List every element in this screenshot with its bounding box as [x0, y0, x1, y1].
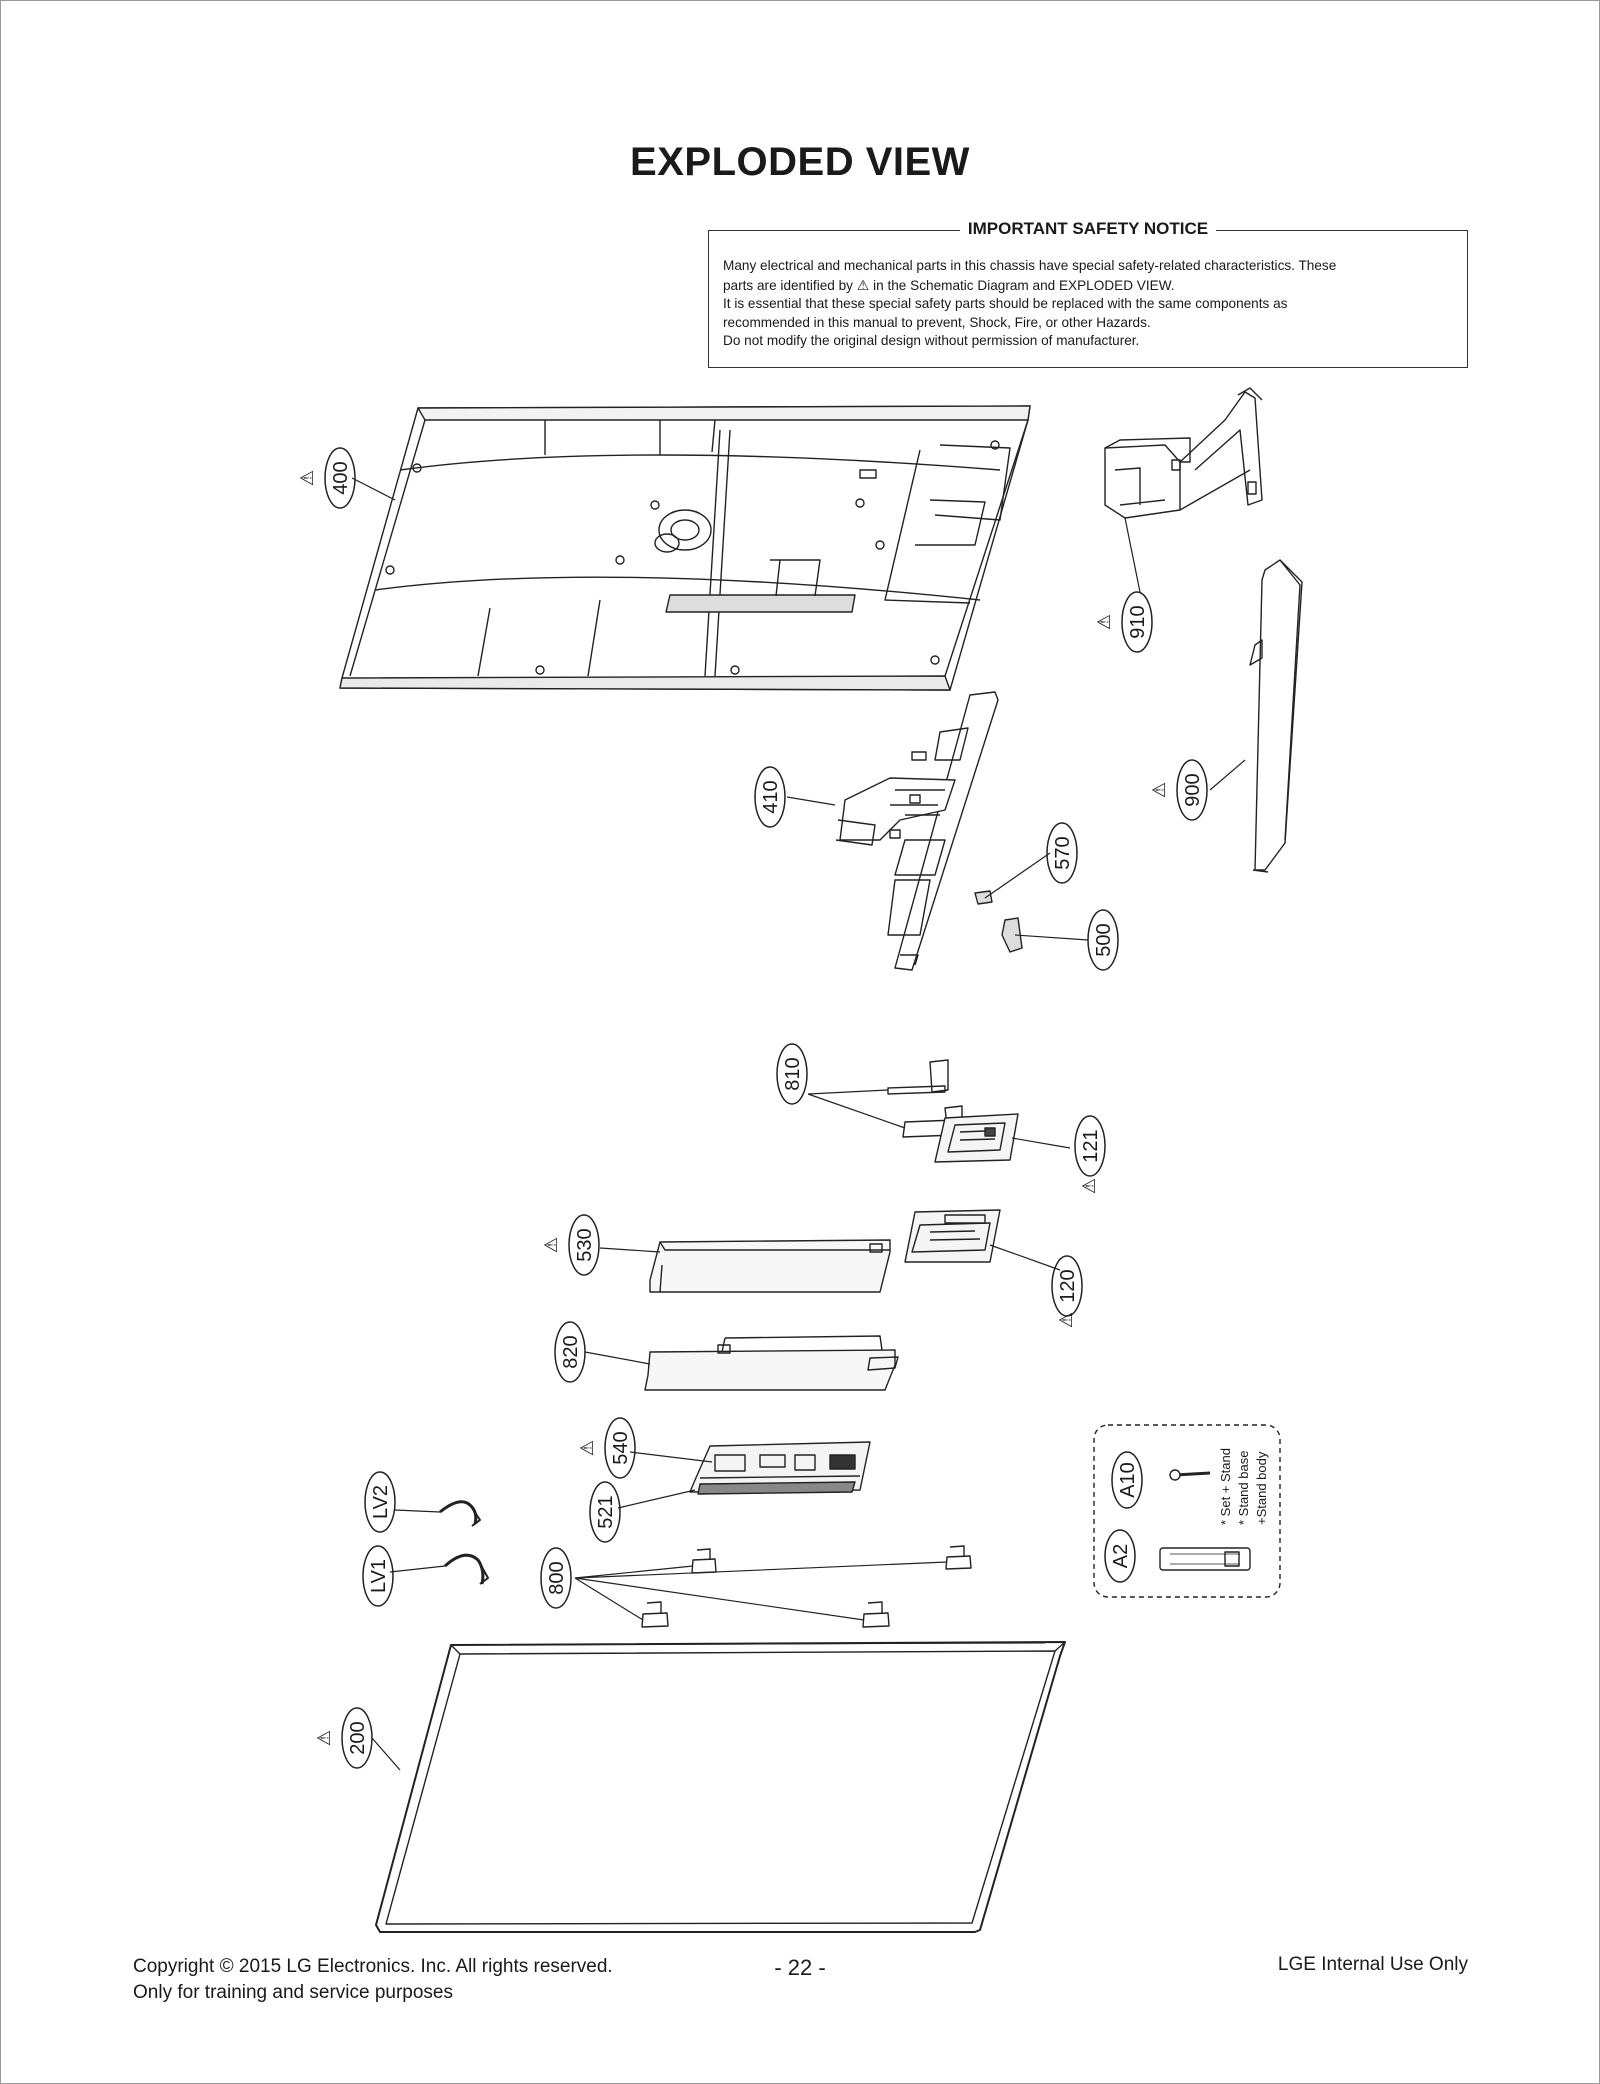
callout-410: 410 — [760, 780, 782, 813]
notice-line-2: parts are identified by ⚠ in the Schemat… — [723, 276, 1175, 293]
callout-120: 120 — [1057, 1269, 1079, 1302]
notice-line-4: recommended in this manual to prevent, S… — [723, 314, 1151, 330]
callout-ellipses — [324, 447, 1208, 1769]
callout-lv2: LV2 — [370, 1485, 392, 1519]
callout-820: 820 — [560, 1335, 582, 1368]
main-board-540 — [689, 1441, 871, 1495]
page-number: - 22 - — [774, 1955, 826, 1980]
board-120 — [904, 1209, 1001, 1263]
callout-521: 521 — [595, 1495, 617, 1528]
warning-icon: ⚠ — [297, 470, 318, 486]
callout-200: 200 — [347, 1721, 369, 1754]
safety-warning-icons: ⚠ ⚠ ⚠ ⚠ ⚠ ⚠ ⚠ ⚠ — [297, 470, 1170, 1746]
warning-icon: ⚠ — [1094, 614, 1115, 630]
callout-400: 400 — [330, 461, 352, 494]
callout-lv1: LV1 — [368, 1559, 390, 1593]
lcd-panel-200 — [375, 1641, 1066, 1933]
warning-icon: ⚠ — [577, 1440, 598, 1456]
accessory-note-3: +Stand body — [1254, 1451, 1269, 1525]
footer-purpose: Only for training and service purposes — [133, 1982, 453, 2003]
rear-bracket-410 — [835, 691, 999, 971]
page-title: EXPLODED VIEW — [630, 140, 970, 184]
callout-a10: A10 — [1117, 1462, 1139, 1498]
accessory-note-2: * Stand base — [1236, 1451, 1251, 1525]
callout-570: 570 — [1052, 836, 1074, 869]
safety-notice-box: IMPORTANT SAFETY NOTICE Many electrical … — [708, 219, 1468, 368]
stand-base-900 — [1249, 559, 1303, 873]
callout-810: 810 — [782, 1057, 804, 1090]
callout-800: 800 — [546, 1561, 568, 1594]
notice-line-3: It is essential that these special safet… — [723, 296, 1288, 311]
notice-line-1: Many electrical and mechanical parts in … — [723, 258, 1337, 273]
accessories-box — [1093, 1424, 1281, 1598]
warning-icon: ⚠ — [314, 1730, 335, 1746]
safety-notice-heading: IMPORTANT SAFETY NOTICE — [959, 219, 1217, 238]
safety-notice-text: Many electrical and mechanical parts in … — [723, 257, 1453, 351]
stand-body-910 — [1104, 387, 1263, 519]
back-cover-400 — [339, 405, 1031, 691]
notice-line-5: Do not modify the original design withou… — [723, 333, 1140, 348]
part-500 — [1001, 917, 1023, 953]
board-121 — [934, 1113, 1019, 1163]
footer-copyright-block: Copyright © 2015 LG Electronics. Inc. Al… — [133, 1954, 613, 2006]
footer-internal: LGE Internal Use Only — [1277, 1954, 1468, 1975]
callout-500: 500 — [1093, 923, 1115, 956]
leader-lines — [351, 477, 1246, 1771]
warning-icon: ⚠ — [1149, 782, 1170, 798]
board-530 — [649, 1239, 891, 1293]
warning-icon: ⚠ — [541, 1237, 562, 1253]
callout-121: 121 — [1080, 1129, 1102, 1162]
cables-lv — [439, 1500, 489, 1585]
shield-820 — [644, 1335, 899, 1391]
warning-icon: ⚠ — [856, 276, 870, 293]
callout-540: 540 — [610, 1431, 632, 1464]
warning-icon: ⚠ — [1079, 1178, 1100, 1194]
accessory-note-1: * Set + Stand — [1218, 1448, 1233, 1525]
callout-910: 910 — [1127, 605, 1149, 638]
callout-900: 900 — [1182, 773, 1204, 806]
warning-icon: ⚠ — [1056, 1312, 1077, 1328]
part-570 — [974, 890, 993, 905]
footer-copyright: Copyright © 2015 LG Electronics. Inc. Al… — [133, 1956, 613, 1977]
brackets-800 — [641, 1545, 972, 1628]
callout-a2: A2 — [1110, 1544, 1132, 1568]
callout-530: 530 — [574, 1228, 596, 1261]
